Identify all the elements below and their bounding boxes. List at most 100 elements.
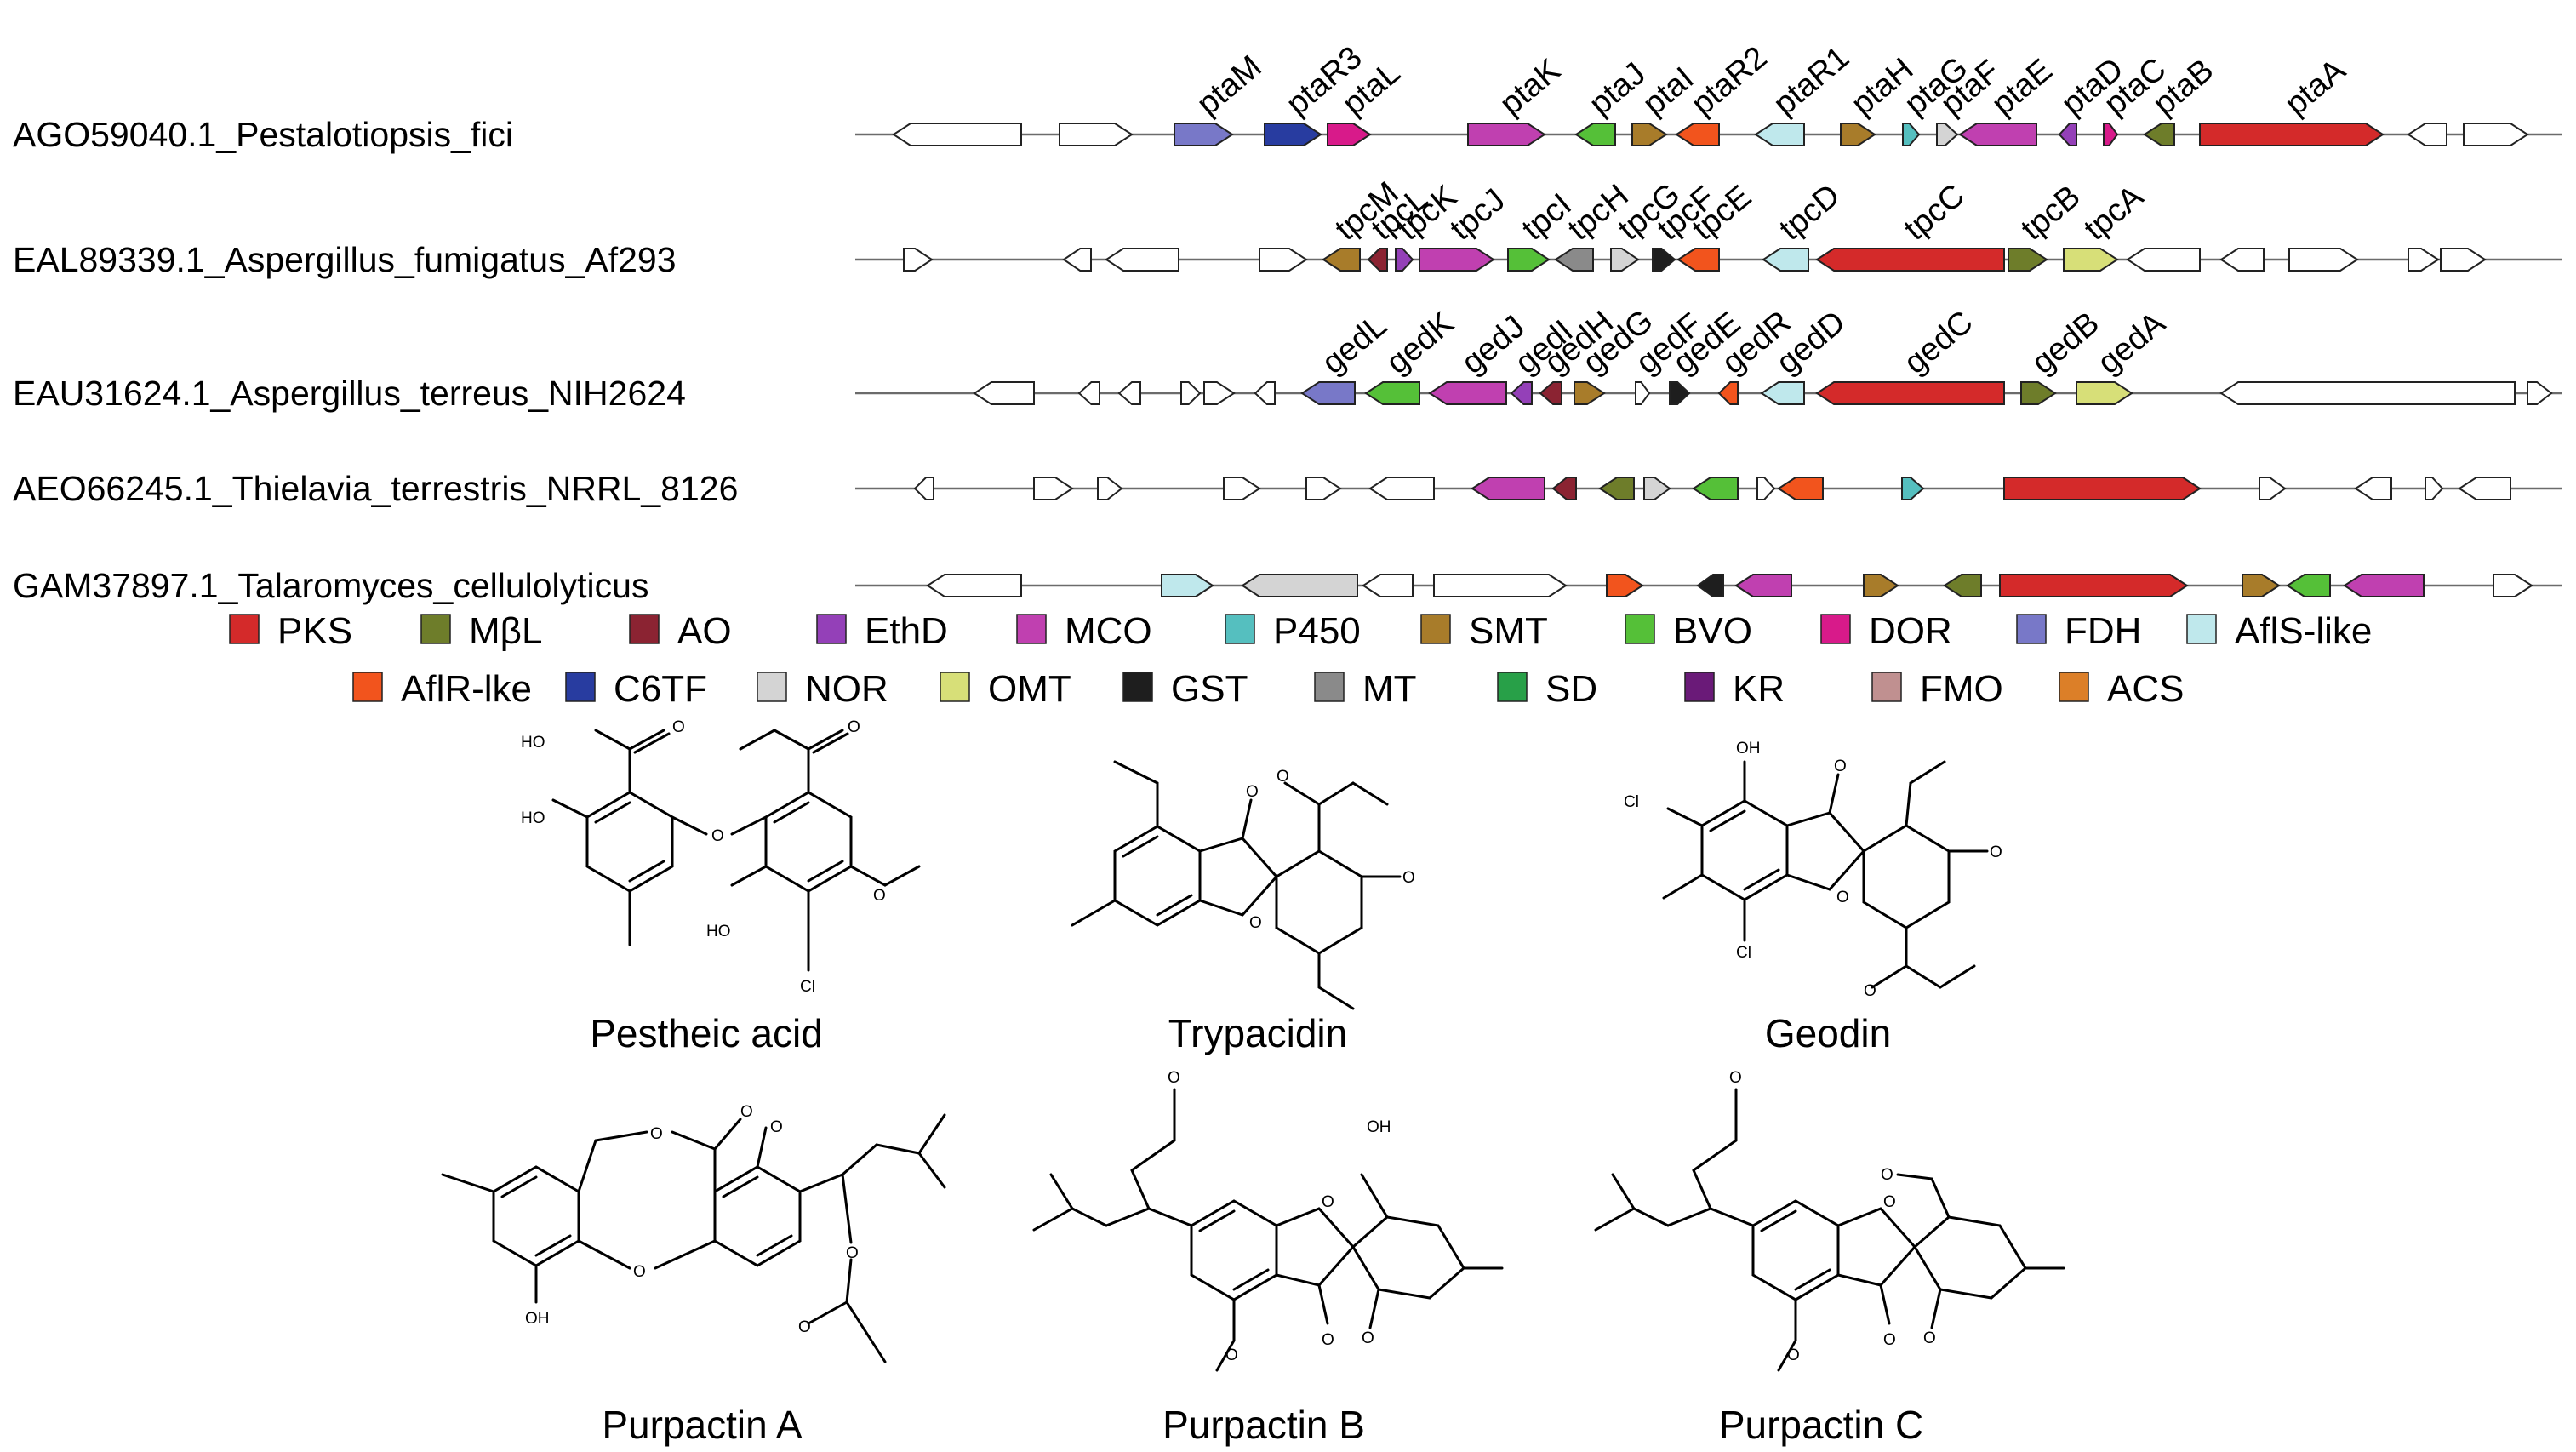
legend-label: FMO <box>1920 668 2003 710</box>
gene-arrow <box>1322 248 1361 272</box>
atom-label: O <box>1883 1193 1896 1211</box>
legend-swatch <box>816 614 847 644</box>
gene-arrow <box>2440 248 2487 272</box>
gene-arrow <box>2199 123 2385 146</box>
atom-label: O <box>1834 757 1847 775</box>
gene-arrow <box>1631 123 1668 146</box>
gene-label: gedK <box>1379 306 1460 381</box>
atom-label: O <box>1246 783 1259 801</box>
gene-arrow <box>1300 381 1356 405</box>
gene-arrow <box>1717 381 1739 405</box>
track-label: AGO59040.1_Pestalotiopsis_fici <box>13 115 513 154</box>
gene-arrow <box>1180 381 1202 405</box>
atom-label: O <box>1881 1166 1893 1184</box>
gene-arrow <box>2286 574 2331 597</box>
compound-name-geodin: Geodin <box>1765 1011 1891 1055</box>
atom-label: HO <box>521 734 545 752</box>
legend-label: FDH <box>2065 610 2141 652</box>
gene-arrow <box>2008 248 2048 272</box>
gene-arrow <box>1815 381 2005 405</box>
gene-arrow <box>1367 248 1388 272</box>
atom-label: O <box>798 1318 811 1336</box>
gene-track: EAL89339.1_Aspergillus_fumigatus_Af293tp… <box>13 175 2562 279</box>
gene-arrow <box>1652 248 1676 272</box>
compound-name-trypacidin: Trypacidin <box>1168 1011 1347 1055</box>
gene-label: ptaK <box>1494 52 1568 122</box>
gene-arrow <box>1551 477 1577 500</box>
gene-arrow <box>1433 574 1568 597</box>
track-label: EAU31624.1_Aspergillus_terreus_NIH2624 <box>13 374 686 413</box>
gene-label: ptaR1 <box>1767 40 1856 123</box>
legend-label: MT <box>1362 668 1417 710</box>
legend-swatch <box>629 614 660 644</box>
legend-swatch <box>1820 614 1851 644</box>
trypacidin-structure: O O O O <box>1071 760 1415 1010</box>
gene-arrow <box>1507 248 1551 272</box>
track-label: GAM37897.1_Talaromyces_cellulolyticus <box>13 566 648 605</box>
legend-label: KR <box>1733 668 1785 710</box>
legend-label: MCO <box>1065 610 1152 652</box>
gene-arrow <box>1419 248 1495 272</box>
gene-arrow <box>1259 248 1308 272</box>
gene-arrow <box>1676 248 1720 272</box>
legend-swatch <box>1420 614 1451 644</box>
legend-swatch <box>1871 672 1902 702</box>
gene-arrow <box>1574 381 1606 405</box>
atom-label: O <box>1864 982 1876 1000</box>
gene-arrow <box>1669 381 1691 405</box>
gene-arrow <box>1161 574 1214 597</box>
gene-arrow <box>1241 574 1358 597</box>
atom-label: O <box>711 827 724 845</box>
atom-label: Cl <box>1736 944 1751 962</box>
legend-swatch <box>1625 614 1655 644</box>
atom-label: O <box>1402 869 1415 887</box>
atom-label: Cl <box>1624 793 1639 811</box>
legend-swatch <box>2186 614 2217 644</box>
legend-label: AO <box>677 610 732 652</box>
gene-arrow <box>1902 123 1921 146</box>
atom-label: O <box>1277 768 1289 786</box>
gene-arrow <box>1610 248 1640 272</box>
gene-track: EAU31624.1_Aspergillus_terreus_NIH2624 ge… <box>13 303 2562 413</box>
gene-arrow <box>1097 477 1123 500</box>
legend-label: EthD <box>865 610 948 652</box>
gene-arrow <box>1901 477 1925 500</box>
gene-arrow <box>2242 574 2281 597</box>
gene-arrow <box>2219 381 2516 405</box>
gene-arrow <box>1174 123 1234 146</box>
atom-label: O <box>1883 1331 1896 1349</box>
gene-arrow <box>2103 123 2119 146</box>
gene-arrow <box>2143 123 2175 146</box>
gene-arrow <box>1264 123 1322 146</box>
compound-name-purpactin-c: Purpactin C <box>1719 1403 1923 1447</box>
legend-label: SMT <box>1469 610 1548 652</box>
gene-arrow <box>1062 248 1092 272</box>
track-label: AEO66245.1_Thielavia_terrestris_NRRL_812… <box>13 469 738 508</box>
gene-arrow <box>1033 477 1074 500</box>
gene-arrow <box>1105 248 1179 272</box>
gene-arrow <box>1692 477 1739 500</box>
legend-label: BVO <box>1673 610 1752 652</box>
gene-arrow <box>1762 248 1809 272</box>
gene-arrow <box>1117 381 1141 405</box>
gene-arrow <box>1395 248 1414 272</box>
atom-label: O <box>1729 1069 1742 1087</box>
gene-arrow <box>1305 477 1342 500</box>
gene-arrow <box>2493 574 2533 597</box>
gene-arrow <box>2219 248 2265 272</box>
gene-arrow <box>2058 123 2077 146</box>
gene-arrow <box>1999 574 2189 597</box>
gene-arrow <box>1815 248 2005 272</box>
legend-swatch <box>420 614 451 644</box>
gene-arrow <box>1943 574 1982 597</box>
gene-arrow <box>1696 574 1724 597</box>
gene-arrow <box>1428 381 1507 405</box>
gene-arrow <box>1756 477 1776 500</box>
gene-label: gedL <box>1316 307 1394 381</box>
gene-arrow <box>2407 123 2447 146</box>
legend-label: P450 <box>1273 610 1361 652</box>
gene-arrow <box>2020 381 2057 405</box>
legend-swatch <box>940 672 970 702</box>
gene-arrow <box>903 248 934 272</box>
gene-arrow <box>1364 381 1420 405</box>
